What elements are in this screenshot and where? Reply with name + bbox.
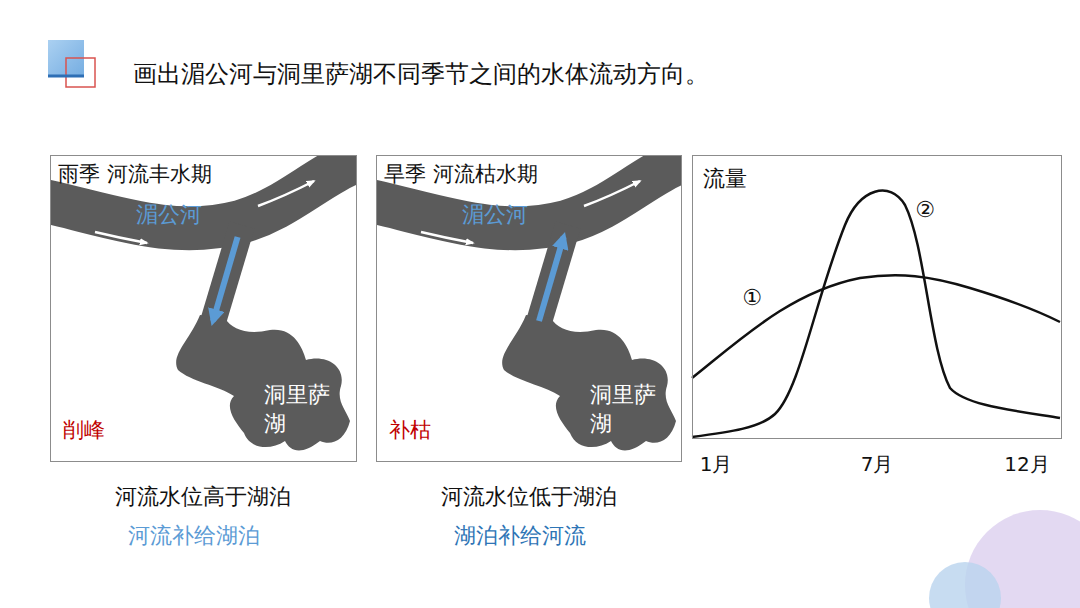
flow-arrow — [213, 237, 238, 321]
season-panel: 旱季 河流枯水期补枯 湄公河洞里萨 湖 — [376, 155, 682, 462]
river-name: 湄公河 — [136, 202, 202, 228]
caption-text: 湖泊补给河流 — [454, 523, 586, 549]
lake-region: 洞里萨 湖 — [527, 321, 677, 451]
season-panel: 雨季 河流丰水期削峰 湄公河洞里萨 湖 — [50, 155, 357, 462]
panel-heading: 雨季 河流丰水期 — [58, 162, 212, 187]
callout-number: ② — [915, 197, 935, 223]
caption-text: 河流补给湖泊 — [128, 523, 260, 549]
caption-text: 河流水位低于湖泊 — [441, 484, 617, 510]
effect-label: 削峰 — [63, 418, 105, 443]
axis-title: 流量 — [703, 166, 747, 192]
river-region: 湄公河 — [131, 199, 261, 237]
lake-name: 洞里萨 湖 — [590, 381, 665, 438]
river-region: 湄公河 — [457, 199, 587, 237]
lake-region: 洞里萨 湖 — [201, 321, 351, 451]
caption-text: 河流水位高于湖泊 — [115, 484, 291, 510]
flow-arrow — [539, 237, 564, 321]
callout-number: ① — [742, 285, 762, 311]
effect-label: 补枯 — [389, 418, 431, 443]
river-name: 湄公河 — [462, 202, 528, 228]
slide-title: 画出湄公河与洞里萨湖不同季节之间的水体流动方向。 — [133, 60, 709, 89]
axis-tick: 12月 — [1004, 452, 1049, 476]
axis-tick: 7月 — [861, 452, 894, 476]
panel-heading: 旱季 河流枯水期 — [384, 162, 538, 187]
axis-tick: 1月 — [700, 452, 733, 476]
lake-name: 洞里萨 湖 — [264, 381, 339, 438]
